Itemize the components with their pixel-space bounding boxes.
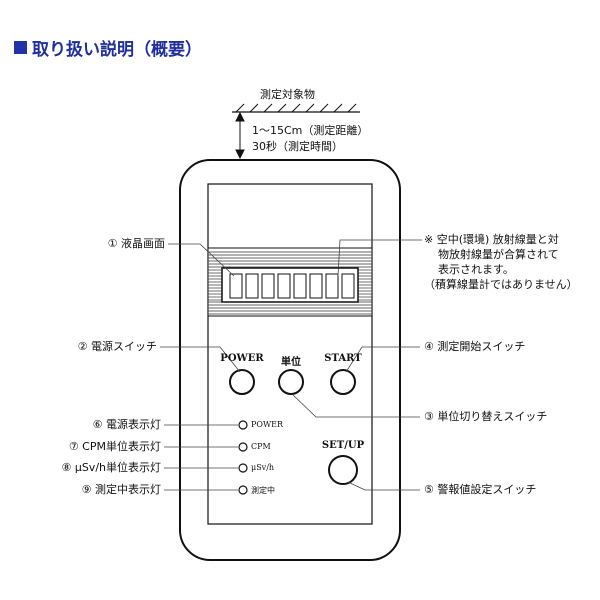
setup-button[interactable] — [328, 455, 358, 485]
callout-cpm-led: ⑦ CPM単位表示灯 — [68, 440, 161, 453]
target-surface — [232, 103, 360, 113]
callout-start-switch: ④ 測定開始スイッチ — [424, 340, 526, 353]
page-title: 取り扱い説明（概要） — [14, 36, 202, 60]
setup-button-label: SET/UP — [321, 440, 365, 451]
note-line-3: 表示されます。 — [438, 263, 514, 276]
title-text: 取り扱い説明（概要） — [32, 39, 202, 60]
distance-label: 1〜15Cm（測定距離） — [252, 124, 369, 137]
callout-alarm-switch: ⑤ 警報値設定スイッチ — [424, 483, 537, 496]
callout-measuring-led: ⑨ 測定中表示灯 — [81, 483, 161, 496]
start-button-label: START — [324, 353, 362, 364]
target-label: 測定対象物 — [260, 88, 315, 101]
callout-usv-led: ⑧ μSv/h単位表示灯 — [61, 461, 161, 474]
led-cpm-label: CPM — [251, 442, 271, 451]
callout-lcd: ① 液晶画面 — [107, 237, 165, 250]
unit-button[interactable] — [278, 369, 304, 395]
led-usv-label: μSv/h — [251, 463, 275, 472]
leader-lines — [160, 239, 422, 491]
led-measuring-label: 測定中 — [251, 486, 275, 495]
callout-power-switch: ② 電源スイッチ — [77, 340, 157, 353]
start-button[interactable] — [330, 369, 356, 395]
led-power — [238, 420, 248, 430]
lcd-band — [207, 247, 373, 317]
led-cpm — [238, 442, 248, 452]
note-line-4: （積算線量計ではありません） — [424, 278, 578, 291]
time-label: 30秒（測定時間） — [252, 140, 343, 153]
power-button[interactable] — [229, 369, 255, 395]
power-button-label: POWER — [220, 353, 264, 364]
led-usv — [238, 463, 248, 473]
lcd-digits — [229, 273, 355, 299]
led-measuring — [238, 485, 248, 495]
distance-arrow — [235, 111, 245, 160]
note-line-1: ※ 空中(環境) 放射線量と対 — [424, 233, 559, 246]
callout-power-led: ⑥ 電源表示灯 — [92, 418, 161, 431]
unit-button-label: 単位 — [281, 357, 301, 368]
title-square-icon — [14, 40, 27, 54]
note-line-2: 物放射線量が合算されて — [438, 248, 559, 261]
led-power-label: POWER — [251, 420, 284, 429]
callout-unit-switch: ③ 単位切り替えスイッチ — [424, 410, 548, 423]
